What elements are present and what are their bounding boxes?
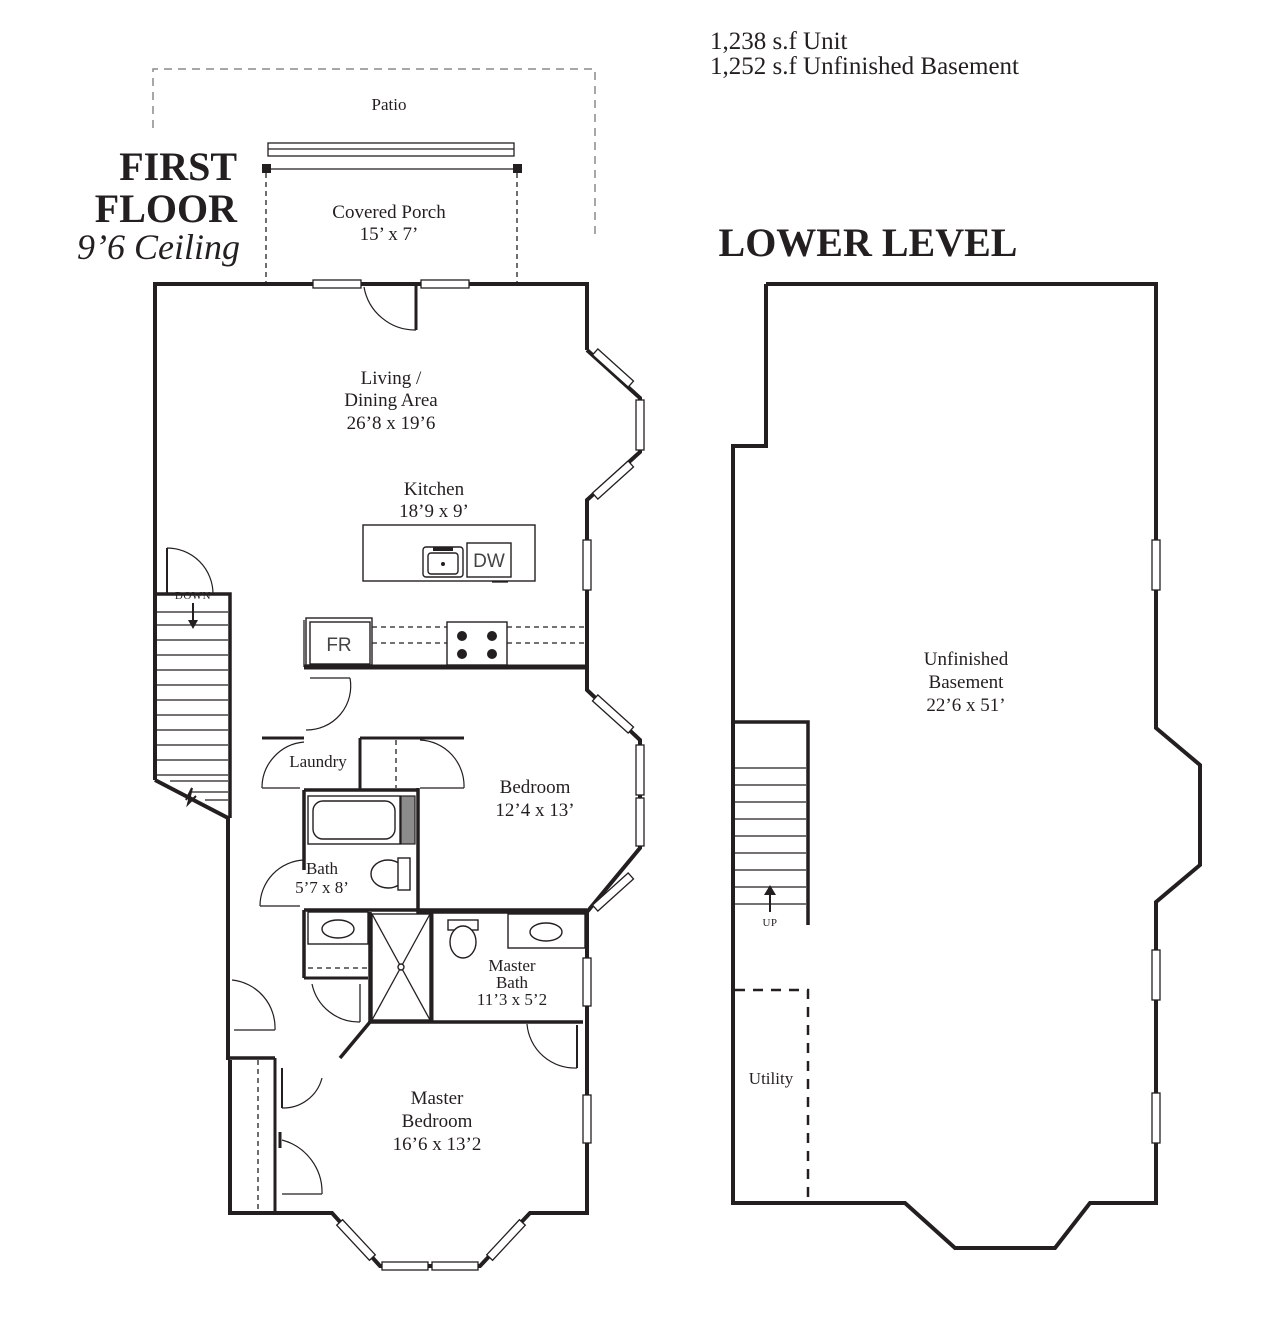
dishwasher-icon xyxy=(466,542,512,578)
living-size: 26’8 x 19’6 xyxy=(347,413,436,434)
window xyxy=(635,744,645,796)
first-floor-plan: Patio Covered Porch 15’ x 7’ xyxy=(152,68,645,1271)
stove-icon xyxy=(446,621,508,666)
lower-level-plan: UP Utility Unfinished Basement 22’6 x 51… xyxy=(731,282,1202,1250)
window xyxy=(485,1218,527,1262)
porch-post-right xyxy=(513,164,522,173)
window xyxy=(591,460,635,500)
master-bedroom-label-line1: Master xyxy=(411,1088,464,1109)
entry-door-swing xyxy=(363,286,417,331)
window xyxy=(582,1094,592,1144)
exterior-wall-west-angle xyxy=(154,778,230,1060)
basement-label-line1: Unfinished xyxy=(924,649,1009,670)
bedroom-size: 12’4 x 13’ xyxy=(495,800,574,821)
master-bath-label-line2: Bath xyxy=(496,973,529,992)
stairs-up-label: UP xyxy=(762,917,777,929)
basement-label-line2: Basement xyxy=(929,672,1005,693)
stairs-up[interactable] xyxy=(735,767,806,905)
exterior-wall-top xyxy=(153,282,589,780)
bath-door-swing xyxy=(259,859,305,907)
basement-exterior-wall xyxy=(731,282,1202,1250)
dishwasher-label: DW xyxy=(473,551,505,572)
utility-outline xyxy=(735,988,810,1201)
ceiling-height-text: 9’6 Ceiling xyxy=(77,227,240,267)
window xyxy=(591,694,635,734)
master-bath-size: 11’3 x 5’2 xyxy=(477,990,547,1009)
master-bedroom-size: 16’6 x 13’2 xyxy=(393,1134,482,1155)
master-bath-label-line1: Master xyxy=(488,956,536,975)
laundry-label: Laundry xyxy=(289,752,347,771)
window xyxy=(431,1261,479,1271)
kitchen-label: Kitchen xyxy=(404,479,465,500)
living-label-line2: Dining Area xyxy=(344,390,438,411)
arrow-up-icon xyxy=(764,885,776,895)
window xyxy=(1151,949,1161,1001)
window xyxy=(381,1261,429,1271)
window xyxy=(591,348,635,388)
window xyxy=(335,1218,377,1262)
exterior-wall-east-bays xyxy=(585,348,642,914)
window xyxy=(1151,539,1161,591)
covered-porch-size: 15’ x 7’ xyxy=(360,224,419,245)
hall-door-swing xyxy=(231,979,276,1031)
covered-porch-label: Covered Porch xyxy=(332,202,446,223)
window xyxy=(582,539,592,591)
bath-size: 5’7 x 8’ xyxy=(295,878,349,897)
fridge-label: FR xyxy=(326,635,351,656)
master-bedroom-label-line2: Bedroom xyxy=(402,1111,473,1132)
lower-level-title: LOWER LEVEL xyxy=(719,220,1018,265)
master-bath-door-swing xyxy=(526,1023,578,1069)
stairs-down[interactable] xyxy=(157,611,228,808)
bedroom-label: Bedroom xyxy=(500,777,571,798)
exterior-wall-south xyxy=(228,912,589,1268)
utility-label: Utility xyxy=(749,1069,794,1088)
window xyxy=(582,957,592,1007)
basement-size: 22’6 x 51’ xyxy=(926,695,1005,716)
laundry-door-swing xyxy=(261,741,305,789)
patio-label: Patio xyxy=(372,95,407,114)
first-floor-title-line1: FIRST xyxy=(119,144,237,189)
window xyxy=(1151,1092,1161,1144)
window xyxy=(591,872,635,912)
arrow-down-icon xyxy=(188,620,198,629)
bath-label: Bath xyxy=(306,859,339,878)
patio-outline xyxy=(152,68,596,236)
unit-area-text: 1,238 s.f Unit xyxy=(710,28,848,55)
closet-door-swing xyxy=(419,739,465,789)
window xyxy=(635,399,645,451)
window xyxy=(635,797,645,847)
basement-area-text: 1,252 s.f Unfinished Basement xyxy=(710,53,1019,80)
living-label-line1: Living / xyxy=(361,368,422,389)
window xyxy=(420,279,470,289)
window xyxy=(312,279,362,289)
stairs-down-label: DOWN xyxy=(175,590,211,602)
kitchen-size: 18’9 x 9’ xyxy=(399,501,469,522)
first-floor-title-line2: FLOOR xyxy=(95,186,238,231)
